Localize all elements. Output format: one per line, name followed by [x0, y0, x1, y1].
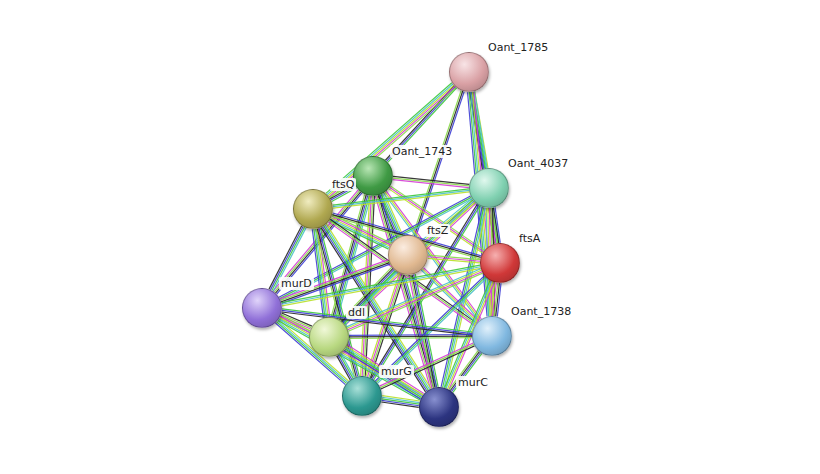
evidence-line [338, 355, 351, 379]
protein-node: Oant_1738 [472, 316, 512, 356]
protein-node: Oant_1785 [449, 52, 489, 92]
node-label: murD [279, 277, 314, 290]
interaction-edge [280, 260, 390, 304]
evidence-line [393, 178, 469, 186]
node-label: Oant_4037 [506, 157, 570, 170]
node-label: ftsQ [330, 178, 356, 191]
protein-node: murD [242, 288, 282, 328]
protein-node: Oant_4037 [469, 168, 509, 208]
evidence-line [333, 192, 469, 208]
protein-node: murG [342, 376, 382, 416]
protein-node: Oant_1743 [353, 156, 393, 196]
evidence-line [388, 88, 457, 163]
node-label: Oant_1785 [486, 41, 550, 54]
evidence-line [312, 229, 323, 317]
node-label: Oant_1743 [390, 145, 454, 158]
node-label: murG [379, 365, 414, 378]
interaction-edge [381, 396, 419, 408]
node-label: ftsZ [425, 224, 450, 237]
interaction-edge [337, 353, 355, 379]
protein-node: ddl [309, 317, 349, 357]
protein-node: ftsA [480, 243, 520, 283]
node-label: ftsA [517, 232, 542, 245]
interaction-edge [393, 176, 470, 187]
node-label: Oant_1738 [509, 305, 573, 318]
evidence-line [346, 269, 480, 327]
evidence-line [428, 258, 480, 263]
protein-node: ftsQ [293, 189, 333, 229]
protein-node: murC [419, 387, 459, 427]
evidence-line [333, 190, 469, 206]
interaction-edge [428, 255, 480, 263]
evidence-line [337, 356, 350, 380]
evidence-line [349, 334, 472, 336]
evidence-line [333, 189, 469, 205]
evidence-line [349, 337, 472, 339]
interaction-edge [349, 335, 472, 339]
interaction-edge [341, 267, 397, 325]
interaction-edge [342, 200, 476, 325]
node-label: murC [456, 376, 490, 389]
evidence-line [341, 353, 354, 377]
evidence-line [349, 336, 472, 338]
evidence-line [393, 180, 469, 188]
protein-node: ftsZ [388, 235, 428, 275]
evidence-line [381, 402, 418, 407]
evidence-line [339, 354, 352, 378]
interaction-edge [333, 189, 470, 208]
node-label: ddl [346, 306, 367, 319]
evidence-line [326, 224, 431, 388]
